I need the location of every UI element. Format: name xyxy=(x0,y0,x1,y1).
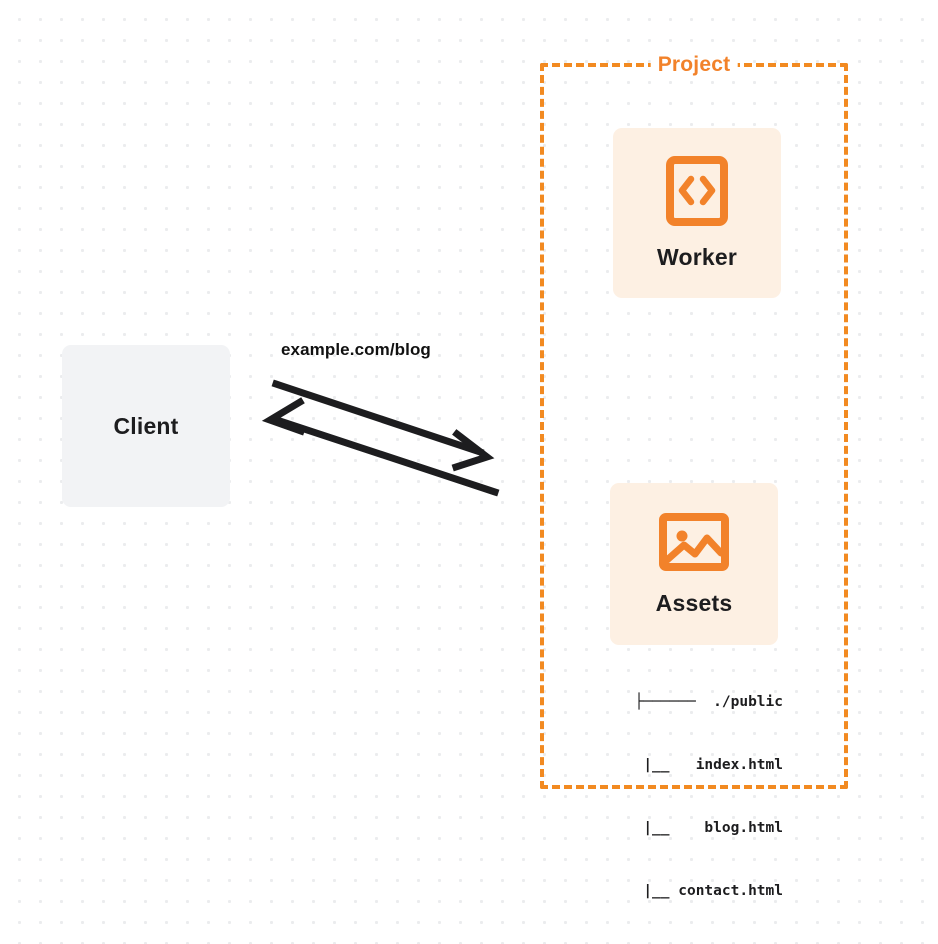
code-brackets-icon xyxy=(666,155,728,226)
client-label: Client xyxy=(113,412,179,439)
file-tree-row: |__ contact.html xyxy=(617,883,783,899)
request-arrow xyxy=(271,379,495,472)
assets-label: Assets xyxy=(655,589,733,616)
client-node[interactable]: Client xyxy=(62,345,230,507)
assets-card[interactable]: Assets xyxy=(610,483,778,645)
worker-label: Worker xyxy=(656,243,738,270)
worker-card[interactable]: Worker xyxy=(613,128,781,298)
file-tree-row: ├────── ./public xyxy=(634,694,783,710)
assets-file-tree: ├────── ./public |__ index.html |__ blog… xyxy=(583,650,783,944)
file-tree-row: |__ blog.html xyxy=(617,820,783,836)
response-arrow xyxy=(261,397,500,497)
file-tree-row: |__ index.html xyxy=(617,757,783,773)
project-title: Project xyxy=(650,53,738,77)
diagram-canvas: Client example.com/blog Project Worker xyxy=(62,53,848,899)
project-container: Project xyxy=(540,53,848,789)
image-icon xyxy=(659,512,729,572)
connection-label: example.com/blog xyxy=(281,340,431,359)
